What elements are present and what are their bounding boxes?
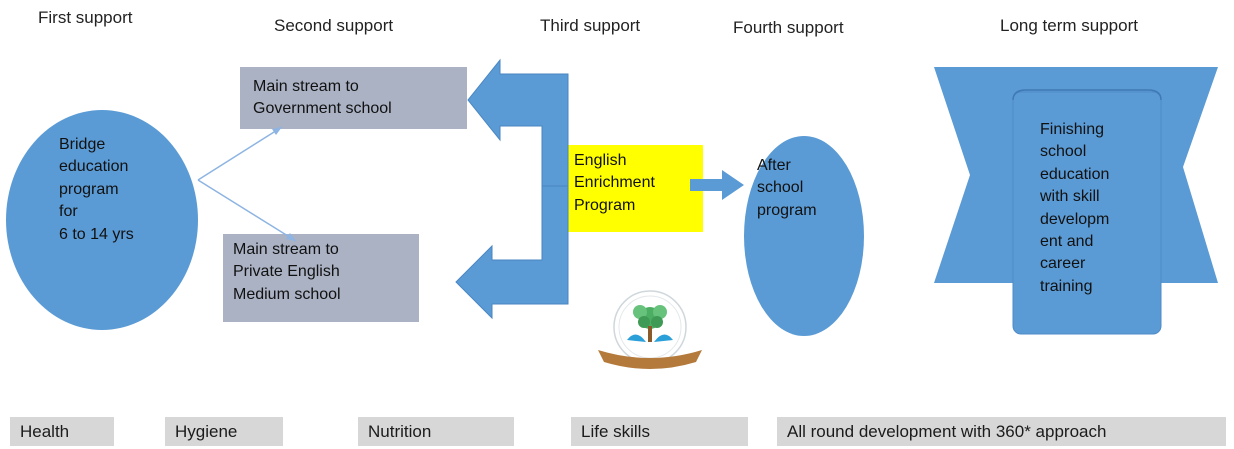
- private-school-label: Main stream to Private English Medium sc…: [233, 241, 341, 303]
- bottom-item-life-skills: Life skills: [571, 417, 748, 446]
- long-term-scroll: [1012, 91, 1162, 335]
- bottom-item-health: Health: [10, 417, 114, 446]
- arrow-to-government-school: [467, 58, 569, 187]
- header-third-support: Third support: [540, 16, 641, 35]
- arrow-to-after-school: [690, 170, 744, 200]
- header-fourth-support: Fourth support: [733, 18, 844, 37]
- bridge-program-ellipse: [6, 110, 198, 330]
- header-second-support: Second support: [274, 16, 394, 35]
- bottom-item-all-round-development: All round development with 360* approach: [777, 417, 1226, 446]
- finishing-school-label: Finishing school education with skill de…: [1040, 121, 1110, 295]
- after-school-label: After school program: [757, 157, 817, 219]
- government-school-label: Main stream to Government school: [253, 78, 392, 118]
- bottom-item-nutrition: Nutrition: [358, 417, 514, 446]
- tree-logo-icon: [598, 290, 702, 369]
- after-school-ellipse: [744, 136, 864, 336]
- government-school-box: [240, 67, 467, 129]
- connector-to-government: [197, 126, 283, 181]
- header-first-support: First support: [38, 8, 133, 27]
- english-enrichment-box: [567, 145, 703, 232]
- english-enrichment-label: English Enrichment Program: [574, 152, 655, 214]
- bridge-program-label: Bridge education program for 6 to 14 yrs: [59, 136, 134, 243]
- header-long-term-support: Long term support: [1000, 16, 1138, 35]
- arrow-to-private-school: [455, 185, 569, 320]
- private-school-box: [223, 234, 419, 322]
- bottom-item-hygiene: Hygiene: [165, 417, 283, 446]
- connector-to-private: [197, 179, 297, 242]
